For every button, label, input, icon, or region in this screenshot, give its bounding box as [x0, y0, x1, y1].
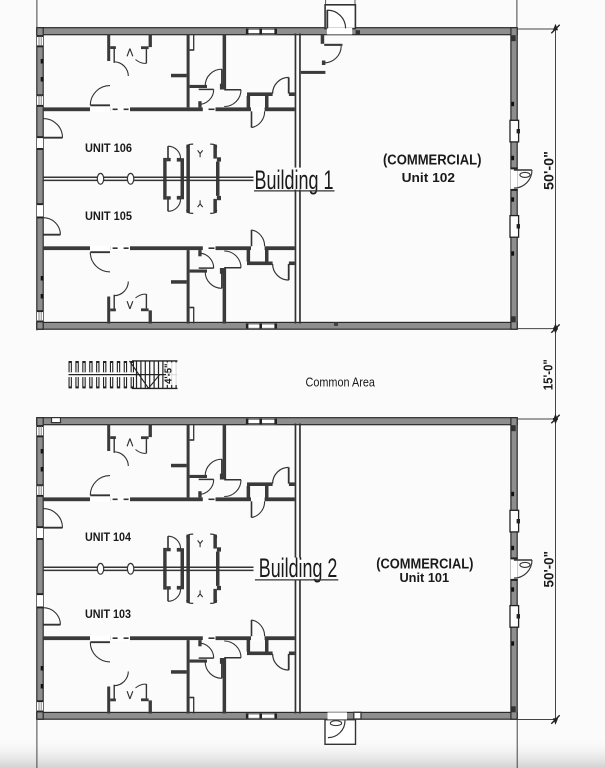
svg-text:Unit 101: Unit 101 [399, 570, 449, 585]
svg-text:50'-0": 50'-0" [542, 151, 557, 190]
svg-text:Common Area: Common Area [306, 376, 375, 390]
svg-text:4'-5": 4'-5" [164, 363, 175, 384]
svg-text:UNIT 105: UNIT 105 [85, 209, 132, 223]
svg-text:50'-0": 50'-0" [542, 551, 557, 588]
svg-text:Building 1: Building 1 [255, 165, 334, 195]
svg-text:UNIT 106: UNIT 106 [85, 141, 132, 155]
svg-text:UNIT 104: UNIT 104 [85, 530, 131, 544]
svg-text:Unit 102: Unit 102 [402, 170, 455, 185]
svg-text:15'-0": 15'-0" [541, 359, 555, 390]
svg-text:(COMMERCIAL): (COMMERCIAL) [383, 153, 482, 169]
svg-text:UNIT 103: UNIT 103 [85, 607, 131, 621]
svg-text:Building 2: Building 2 [259, 553, 338, 583]
svg-text:(COMMERCIAL): (COMMERCIAL) [376, 556, 473, 572]
